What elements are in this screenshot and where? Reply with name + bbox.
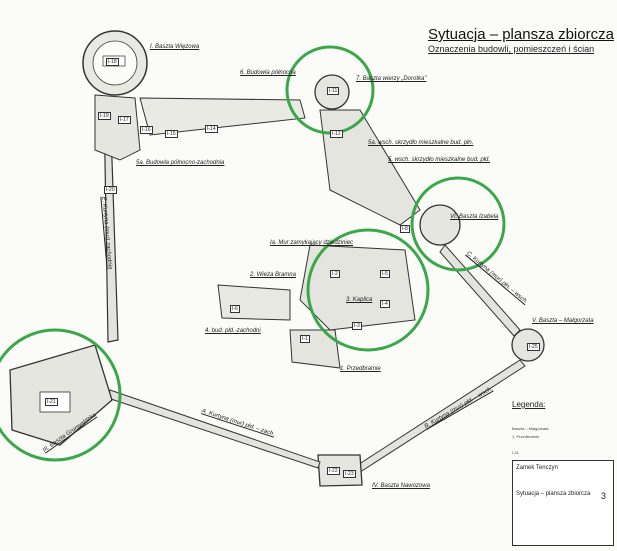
room-tag: I-15 — [165, 130, 178, 138]
label-wsch-pld: 5. wsch. skrzydło mieszkalne bud. płd. — [388, 157, 491, 163]
label-brama: 2. Wieża Bramna — [250, 272, 296, 278]
label-nawozowa: IV. Baszta Nawozowa — [372, 483, 430, 489]
label-kaplica: 3. Kaplica — [346, 297, 373, 303]
room-tag: I-25 — [527, 343, 540, 351]
label-pld-zach: 4. bud. płd.-zachodni — [205, 328, 261, 334]
south-west-curtain-wall — [107, 389, 321, 469]
chapel-gate-complex — [299, 244, 416, 331]
highlight-grunwaldzka — [0, 328, 122, 462]
title-block-sheet-number: 3 — [601, 491, 607, 501]
label-wiezowa: I. Baszta Więzowa — [150, 44, 200, 50]
room-tag: I-1 — [300, 335, 310, 343]
label-mur-wew: Ia. Mur zamykający dziedziniec — [270, 240, 354, 246]
room-tag: I-14 — [205, 125, 218, 133]
label-dorotka: 7. Baszta wierzy „Dorotka” — [356, 76, 427, 82]
room-tag: I-4 — [380, 300, 390, 308]
room-tag: I-22 — [327, 467, 340, 475]
label-przedbramie: 1. Przedbramie — [340, 366, 381, 372]
building-sw — [217, 284, 291, 321]
room-tag: I-12 — [330, 130, 343, 138]
sheet-title: Sytuacja – plansza zbiorcza — [428, 26, 614, 43]
room-tag: I-8 — [400, 225, 410, 233]
room-tag: I-3 — [352, 322, 362, 330]
highlight-izabela — [410, 176, 506, 272]
label-wsch-pln: 5a. wsch. skrzydło mieszkalne bud. płn. — [368, 140, 474, 146]
highlight-kaplica — [306, 228, 430, 352]
legend-title: Legenda: — [512, 400, 546, 409]
room-tag: I-17 — [118, 116, 131, 124]
tower-nawozowa — [317, 454, 363, 487]
title-block-sheet-name: Sytuacja – plansza zbiorcza — [516, 491, 591, 497]
title-block: Zamek Tenczyn Sytuacja – plansza zbiorcz… — [512, 460, 614, 546]
room-tag: I-6 — [230, 305, 240, 313]
legend-room-key: I-21 — [512, 450, 519, 455]
room-tag: I-2 — [330, 270, 340, 278]
label-pn-zach: 5a. Budowla północno-zachodnia — [136, 160, 225, 166]
title-block-project: Zamek Tenczyn — [516, 465, 558, 471]
legend-tower-key: Baszta – Małgorzata — [512, 426, 549, 431]
room-tag: I-21 — [45, 398, 58, 406]
label-malgorzata: V. Baszta – Małgorzata — [532, 318, 594, 324]
room-tag: I-20 — [104, 186, 117, 194]
building-north — [139, 97, 306, 136]
barbican — [289, 329, 341, 369]
room-tag: I-19 — [98, 112, 111, 120]
room-tag: I-16 — [140, 126, 153, 134]
room-tag: I-5 — [380, 270, 390, 278]
label-izabela: VI. Baszta Izabela — [450, 214, 499, 220]
label-polnocna: 6. Budowla północna — [240, 70, 296, 76]
room-tag: I-11 — [327, 87, 340, 95]
tower-izabela — [419, 204, 461, 246]
room-tag: I-23 — [343, 470, 356, 478]
building-nw — [94, 94, 141, 161]
legend-building-key: 1. Przedbramie — [512, 434, 540, 439]
building-east-wing — [319, 109, 421, 226]
sheet-subtitle: Oznaczenia budowli, pomieszczeń i ścian — [428, 44, 595, 54]
room-tag: I-18 — [106, 58, 119, 66]
